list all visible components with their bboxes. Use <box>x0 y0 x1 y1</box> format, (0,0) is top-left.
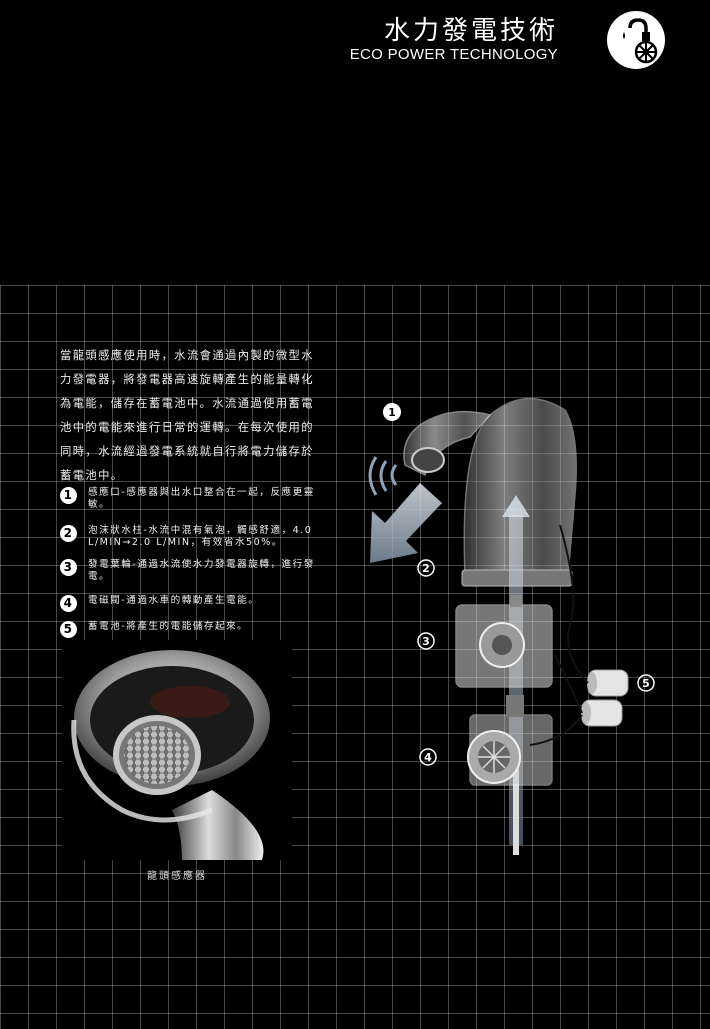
faucet-sensor-photo <box>62 640 292 860</box>
marker-1: 1 <box>383 403 401 421</box>
header-block <box>0 0 710 285</box>
feature-text: 感應口-感應器與出水口整合在一起，反應更靈敏。 <box>88 487 315 510</box>
marker-2: 2 <box>417 559 435 577</box>
feature-item-solenoid: 4 電磁閥-通過水車的轉動產生電能。 <box>60 595 330 612</box>
marker-3: 3 <box>417 632 435 650</box>
feature-text: 泡沫狀水柱-水流中混有氣泡，觸感舒適，4.0 L/MIN→2.0 L/MIN，有… <box>88 525 313 548</box>
wire <box>559 524 589 684</box>
sensor-wave <box>368 456 378 496</box>
feature-text: 蓄電池-將產生的電能儲存起來。 <box>88 621 249 632</box>
feature-item-battery: 5 蓄電池-將產生的電能儲存起來。 <box>60 621 330 638</box>
svg-text:5: 5 <box>642 677 650 690</box>
intro-paragraph: 當龍頭感應使用時，水流會通過內製的微型水力發電器，將發電器高速旋轉產生的能量轉化… <box>60 349 314 482</box>
feature-list: 1 感應口-感應器與出水口整合在一起，反應更靈敏。 2 泡沫狀水柱-水流中混有氣… <box>60 487 330 638</box>
number-badge: 3 <box>60 559 77 576</box>
page-title: 水力發電技術 <box>383 16 558 46</box>
number-badge: 5 <box>60 621 77 638</box>
feature-text: 發電葉輪-通過水流使水力發電器旋轉，進行發電。 <box>88 559 315 582</box>
marker-4: 4 <box>419 748 437 766</box>
grid-background <box>0 285 710 1029</box>
page-subtitle: ECO POWER TECHNOLOGY <box>349 46 558 63</box>
photo-caption: 龍頭感應器 <box>147 871 207 882</box>
sensor-wave <box>379 460 388 492</box>
sensor-wave <box>390 464 398 486</box>
number-badge: 4 <box>60 595 77 612</box>
faucet-cutaway-diagram: 1 2 3 4 5 <box>368 398 655 855</box>
aerator-outlet <box>411 447 445 473</box>
feature-text: 電磁閥-通過水車的轉動產生電能。 <box>88 595 260 606</box>
svg-text:2: 2 <box>422 562 430 575</box>
svg-text:3: 3 <box>422 635 430 648</box>
wire <box>529 714 583 746</box>
feature-item-impeller: 3 發電葉輪-通過水流使水力發電器旋轉，進行發電。 <box>60 559 330 583</box>
number-badge: 2 <box>60 525 77 542</box>
faucet-turbine-icon <box>607 11 665 69</box>
wire <box>554 654 583 714</box>
svg-text:4: 4 <box>424 751 432 764</box>
feature-item-sensor: 1 感應口-感應器與出水口整合在一起，反應更靈敏。 <box>60 487 330 511</box>
marker-5: 5 <box>637 674 655 692</box>
feature-item-aerator: 2 泡沫狀水柱-水流中混有氣泡，觸感舒適，4.0 L/MIN→2.0 L/MIN… <box>60 525 330 549</box>
svg-text:1: 1 <box>388 406 396 419</box>
outflow-arrow <box>370 483 442 563</box>
number-badge: 1 <box>60 487 77 504</box>
spout-body <box>463 398 577 576</box>
